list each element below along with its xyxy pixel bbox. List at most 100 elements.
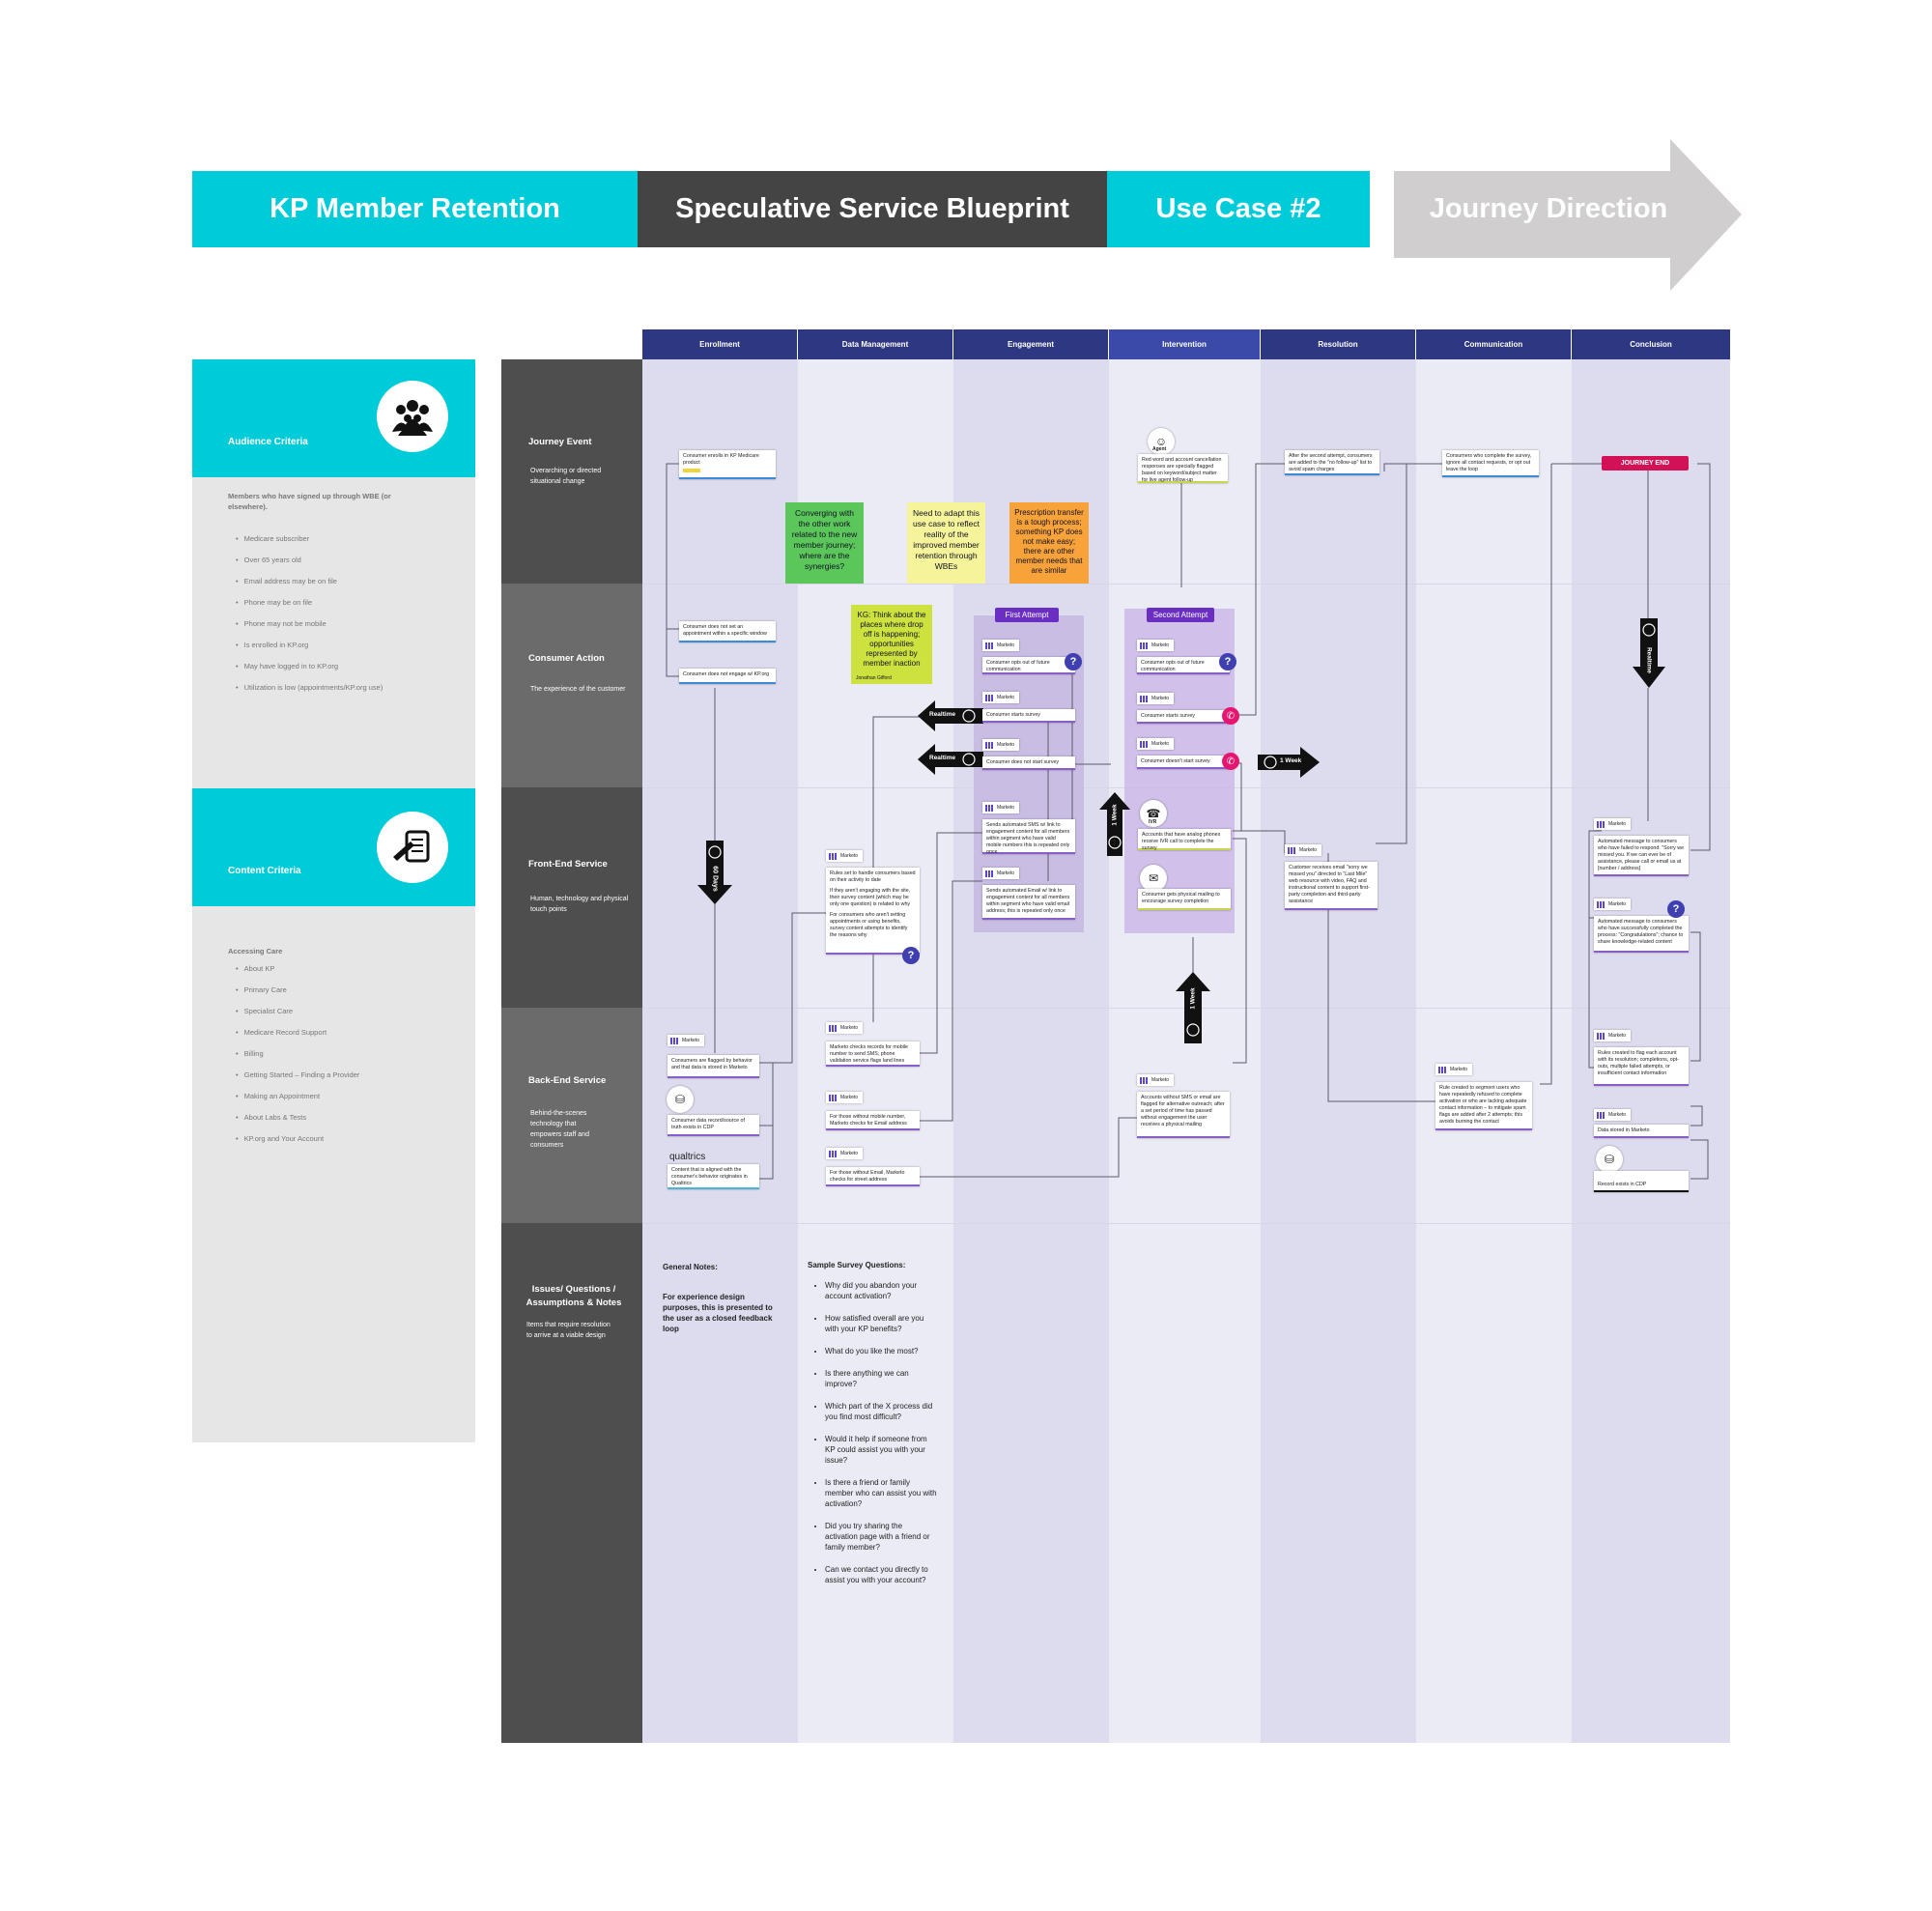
column-band-enrollment <box>642 359 798 1743</box>
marketo-icon <box>1140 695 1149 702</box>
list-item: May have logged in to KP.org <box>228 656 383 677</box>
question-icon[interactable]: ? <box>1065 653 1082 670</box>
general-notes-body: For experience design purposes, this is … <box>663 1293 773 1333</box>
card-text: If they aren't engaging with the site, t… <box>830 888 911 907</box>
opt-out-card-2: Consumer opts out of future communicatio… <box>1137 657 1230 674</box>
card-text: Consumer gets physical mailing to encour… <box>1142 892 1220 904</box>
sixty-days-down-arrow-icon <box>697 841 732 904</box>
marketo-icon <box>1597 1032 1605 1040</box>
qualtrics-card: Content that is aligned with the consume… <box>668 1164 759 1189</box>
phone-icon[interactable]: ✆ <box>1222 707 1239 725</box>
sorry-email-card: Customer receives email "sorry we missed… <box>1285 862 1378 910</box>
row-title: Issues/ Questions / Assumptions & Notes <box>526 1284 622 1308</box>
phone-icon[interactable]: ✆ <box>1222 753 1239 770</box>
flagged-card: Consumers are flagged by behavior and th… <box>668 1055 759 1078</box>
journey-end-badge: JOURNEY END <box>1602 456 1689 471</box>
list-item: About Labs & Tests <box>228 1107 359 1128</box>
card-text: Red word and account cancellation respon… <box>1142 457 1222 483</box>
marketo-logo: Marketo <box>1137 738 1174 750</box>
marketo-logo: Marketo <box>1594 898 1631 910</box>
row-subtitle: The experience of the customer <box>530 686 626 693</box>
question-icon[interactable]: ? <box>902 947 920 964</box>
general-notes: General Notes: For experience design pur… <box>663 1262 775 1334</box>
sticky-note-yellow: Need to adapt this use case to reflect r… <box>907 502 985 584</box>
question-icon[interactable]: ? <box>1219 653 1236 670</box>
realtime-down-arrow-icon <box>1633 618 1665 688</box>
card-text: Consumer doesn't start survey <box>1141 758 1210 764</box>
card-text: Accounts without SMS or email are flagge… <box>1141 1095 1225 1127</box>
marketo-icon <box>1288 846 1296 854</box>
card-text: For consumers who aren't setting appoint… <box>830 912 908 938</box>
list-item: Getting Started – Finding a Provider <box>228 1065 360 1086</box>
list-item: Which part of the X process did you find… <box>825 1401 937 1422</box>
marketo-icon <box>985 804 994 812</box>
card-text: After the second attempt, consumers are … <box>1289 453 1373 472</box>
list-item: Did you try sharing the activation page … <box>825 1521 937 1553</box>
flag-mail-card: Accounts without SMS or email are flagge… <box>1137 1092 1230 1138</box>
card-text: Consumer enrolls in KP Medicare product <box>683 453 759 466</box>
list-item: What do you like the most? <box>825 1346 937 1356</box>
marketo-logo: Marketo <box>826 1092 863 1103</box>
column-header-resolution: Resolution <box>1261 329 1415 359</box>
column-band-resolution <box>1261 359 1416 1743</box>
list-item: Billing <box>228 1043 359 1065</box>
card-text: Consumer does not set an appointment wit… <box>683 624 767 637</box>
content-criteria-title: Content Criteria <box>228 866 301 876</box>
list-item: Is there anything we can improve? <box>825 1368 937 1389</box>
banner-use-case: Use Case #2 <box>1107 171 1370 247</box>
marketo-logo: Marketo <box>1594 1030 1631 1041</box>
marketo-logo: Marketo <box>826 1148 863 1159</box>
question-icon[interactable]: ? <box>1667 900 1685 918</box>
list-item: KP.org and Your Account <box>228 1128 359 1150</box>
marketo-logo: Marketo <box>982 739 1019 751</box>
banner-title: KP Member Retention <box>270 193 560 224</box>
row-title: Back-End Service <box>528 1075 607 1086</box>
agent-avatar-icon: ☺ <box>1148 428 1175 455</box>
email-card: Sends automated Email w/ link to engagem… <box>982 885 1075 920</box>
auto-success-card: Automated message to consumers who have … <box>1594 916 1689 953</box>
card-text: For those without mobile number, Marketo… <box>830 1114 907 1127</box>
list-item: Medicare subscriber <box>228 528 383 550</box>
marketo-logo: Marketo <box>826 1022 863 1034</box>
general-notes-title: General Notes: <box>663 1263 718 1271</box>
marketo-mobile-card: Marketo checks records for mobile number… <box>826 1041 920 1067</box>
cdp-card: Consumer data record/source of truth exi… <box>668 1115 759 1136</box>
audience-intro: Members who have signed up through WBE (… <box>228 492 391 511</box>
marketo-icon <box>1597 900 1605 908</box>
card-text: Consumer starts survey <box>1141 713 1195 719</box>
marketo-logo: Marketo <box>1137 640 1174 651</box>
column-band-intervention <box>1109 359 1261 1743</box>
journey-direction-label: Journey Direction <box>1429 193 1668 224</box>
list-item: Over 65 years old <box>228 550 383 571</box>
card-text: Automated message to consumers who have … <box>1598 919 1684 945</box>
card-text: Rules set to handle consumers based on t… <box>830 870 916 883</box>
mailbox-icon: ✉ <box>1140 865 1167 892</box>
writing-scroll-icon <box>377 812 448 883</box>
one-week-right-arrow-icon <box>1258 747 1320 778</box>
banner-kp-member-retention: KP Member Retention <box>192 171 638 247</box>
marketo-logo: Marketo <box>982 802 1019 813</box>
no-mobile-card: For those without mobile number, Marketo… <box>826 1111 920 1130</box>
stored-card: Data stored in Marketo <box>1594 1125 1689 1138</box>
column-header-communication: Communication <box>1416 329 1571 359</box>
complete-event-card: Consumers who complete the survey, ignor… <box>1442 450 1539 477</box>
database-icon: ⛁ <box>667 1086 694 1113</box>
survey-questions-title: Sample Survey Questions: <box>808 1261 906 1269</box>
card-text: Marketo checks records for mobile number… <box>830 1044 908 1064</box>
no-engage-card: Consumer does not engage w/ KP.org <box>679 669 776 684</box>
realtime-label: Realtime <box>929 755 956 761</box>
column-header-intervention: Intervention <box>1109 329 1260 359</box>
marketo-icon <box>1597 1111 1605 1119</box>
starts-survey-card-1: Consumer starts survey <box>982 709 1075 723</box>
marketo-icon <box>670 1037 679 1044</box>
list-item: Is there a friend or family member who c… <box>825 1477 937 1509</box>
row-subtitle: Overarching or directed situational chan… <box>530 468 602 485</box>
list-item: Phone may not be mobile <box>228 613 383 635</box>
survey-questions: Sample Survey Questions: Why did you aba… <box>808 1260 937 1597</box>
card-text: Rule created to segment users who have r… <box>1439 1085 1527 1125</box>
enroll-event-card: Consumer enrolls in KP Medicare product <box>679 450 776 479</box>
banner-use-case-label: Use Case #2 <box>1155 193 1321 224</box>
card-text: Consumers who complete the survey, ignor… <box>1446 453 1532 472</box>
agent-event-card: Red word and account cancellation respon… <box>1138 454 1228 483</box>
column-band-engagement <box>953 359 1109 1743</box>
